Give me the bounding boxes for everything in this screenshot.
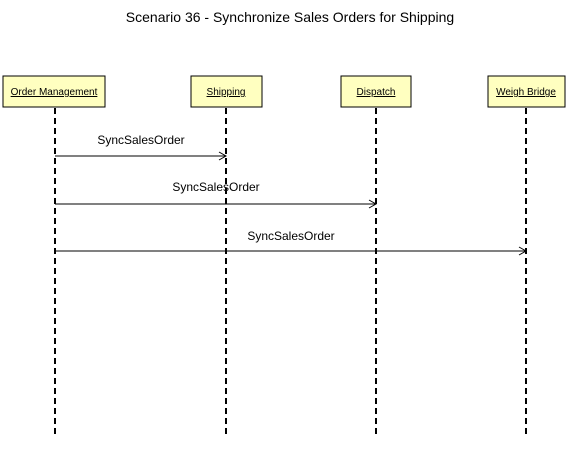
- diagram-title: Scenario 36 - Synchronize Sales Orders f…: [126, 9, 454, 25]
- message-label: SyncSalesOrder: [172, 180, 259, 194]
- participant-label: Dispatch: [357, 87, 396, 98]
- participant-shipping: Shipping: [190, 75, 263, 108]
- message-to-shipping: SyncSalesOrder: [55, 133, 228, 161]
- message-to-weigh-bridge: SyncSalesOrder: [55, 229, 528, 256]
- participant-label: Weigh Bridge: [496, 87, 556, 98]
- message-label: SyncSalesOrder: [247, 229, 334, 243]
- arrowhead-icon: [218, 151, 228, 161]
- participant-label: Order Management: [11, 87, 98, 98]
- participant-order-management: Order Management: [2, 75, 106, 108]
- participant-weigh-bridge: Weigh Bridge: [487, 75, 566, 108]
- participant-dispatch: Dispatch: [340, 75, 412, 108]
- arrowhead-icon: [518, 246, 528, 256]
- message-to-dispatch: SyncSalesOrder: [55, 180, 378, 209]
- arrowhead-icon: [368, 199, 378, 209]
- message-label: SyncSalesOrder: [97, 133, 184, 147]
- participant-label: Shipping: [207, 87, 246, 98]
